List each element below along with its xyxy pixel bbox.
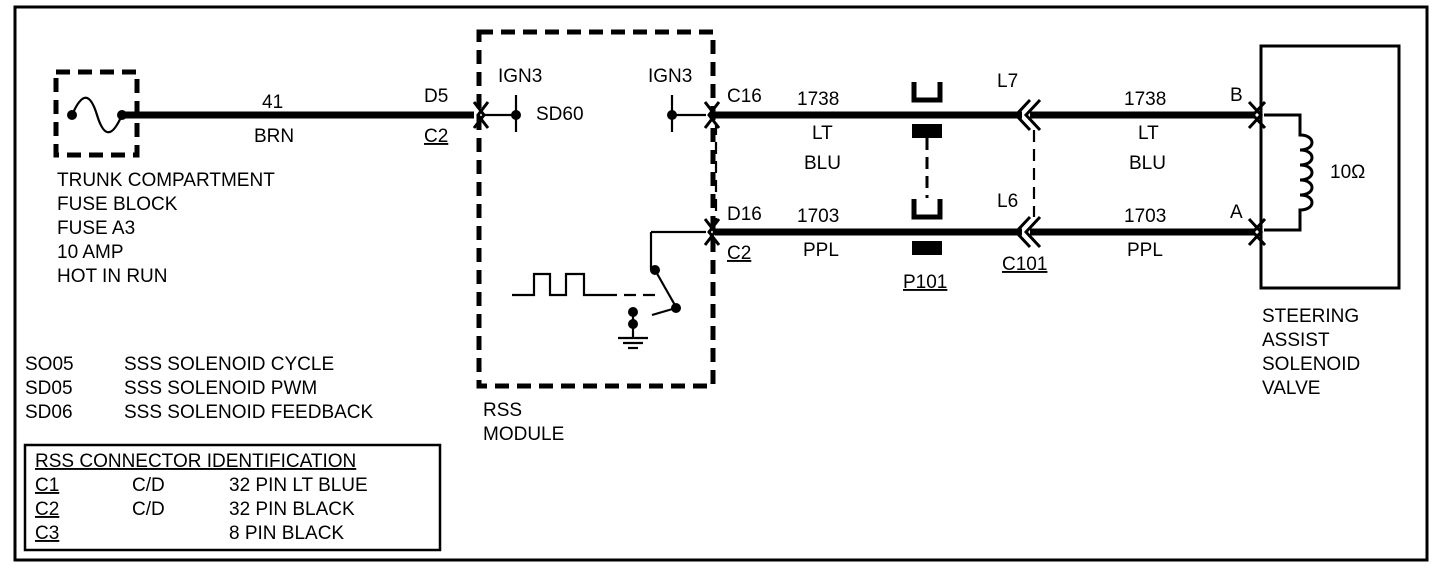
wire-1738-right: 1738 LT BLU [1030,89,1255,174]
connector-row-3-desc: 8 PIN BLACK [229,523,344,544]
wire-1703-left: 1703 PPL [715,206,1022,261]
code-item-3-desc: SSS SOLENOID FEEDBACK [124,402,374,423]
solenoid-coil [1264,113,1314,232]
code-item-1-desc: SSS SOLENOID CYCLE [124,354,334,375]
solenoid-label-line3: SOLENOID [1262,354,1360,375]
connector-row-1-id: C1 [35,475,59,496]
connector-p101: P101 [903,82,947,293]
code-item-2-desc: SSS SOLENOID PWM [124,378,317,399]
code-item-2-code: SD05 [25,378,73,399]
fuse-label-line5: HOT IN RUN [57,266,167,287]
p101-label: P101 [903,272,947,293]
wire-1738-left-color1: LT [812,123,833,144]
diagram-frame [13,5,1429,562]
module-name-line1: RSS [483,400,522,421]
c101-label: C101 [1002,254,1047,275]
pwm-waveform [512,272,605,297]
wire-1703-right: 1703 PPL [1030,206,1255,261]
pin-d5-label: D5 [424,86,448,107]
steering-assist-solenoid: B A 10Ω STEERING ASSIST SOLENOID VALVE [1230,44,1401,399]
connector-row-1-desc: 32 PIN LT BLUE [229,475,368,496]
code-item-3-code: SD06 [25,402,73,423]
wire-1738-right-color2: BLU [1129,153,1166,174]
wire-1738-left-color2: BLU [804,153,841,174]
l7-label: L7 [997,71,1018,92]
resistance-label: 10Ω [1330,162,1365,183]
fuse-label-line2: FUSE BLOCK [57,194,178,215]
solenoid-label-line2: ASSIST [1262,330,1330,351]
ign3-left-label: IGN3 [498,66,542,87]
l6-label: L6 [997,191,1018,212]
connector-row-2-desc: 32 PIN BLACK [229,499,355,520]
wire-feed-color: BRN [254,126,294,147]
fuse-block: TRUNK COMPARTMENT FUSE BLOCK FUSE A3 10 … [53,69,275,287]
wire-1738-right-color1: LT [1138,123,1159,144]
wire-feed-circuit: 41 [262,92,283,113]
connector-c101: L7 L6 C101 [997,71,1047,275]
connector-row-2-type: C/D [132,499,165,520]
connector-table-title: RSS CONNECTOR IDENTIFICATION [35,451,356,472]
wire-1703-left-circuit: 1703 [797,206,839,227]
module-name-line2: MODULE [483,424,564,445]
wire-feed: 41 BRN [122,92,474,147]
connector-identification-table: RSS CONNECTOR IDENTIFICATION C1 C/D 32 P… [23,443,442,552]
wire-1703-right-color: PPL [1127,240,1163,261]
pin-d5-connector: C2 [424,126,448,147]
rss-module: D5 C2 IGN3 SD60 IGN3 RSS MODULE [424,29,718,445]
wire-1703-right-circuit: 1703 [1124,206,1166,227]
wire-1738-left-circuit: 1738 [797,89,839,110]
pin-d16-label: D16 [727,204,762,225]
wire-1738-left: 1738 LT BLU [715,89,1022,174]
code-item-1-code: SO05 [25,354,74,375]
fuse-label-line1: TRUNK COMPARTMENT [57,170,275,191]
solenoid-label-line1: STEERING [1262,306,1359,327]
connector-row-3-id: C3 [35,523,59,544]
pin-d16-connector: C2 [727,243,751,264]
fuse-label-line3: FUSE A3 [57,218,135,239]
ign3-right-label: IGN3 [648,66,692,87]
wire-1738-right-circuit: 1738 [1124,89,1166,110]
pin-c16-label: C16 [727,86,762,107]
pin-b-label: B [1230,85,1243,106]
sd60-label: SD60 [536,104,584,125]
diagnostic-code-list: SO05 SSS SOLENOID CYCLE SD05 SSS SOLENOI… [25,354,374,423]
pin-a-label: A [1230,202,1243,223]
fuse-label-line4: 10 AMP [57,242,124,263]
connector-row-2-id: C2 [35,499,59,520]
wire-1703-left-color: PPL [803,240,839,261]
connector-row-1-type: C/D [132,475,165,496]
solenoid-label-line4: VALVE [1262,378,1320,399]
